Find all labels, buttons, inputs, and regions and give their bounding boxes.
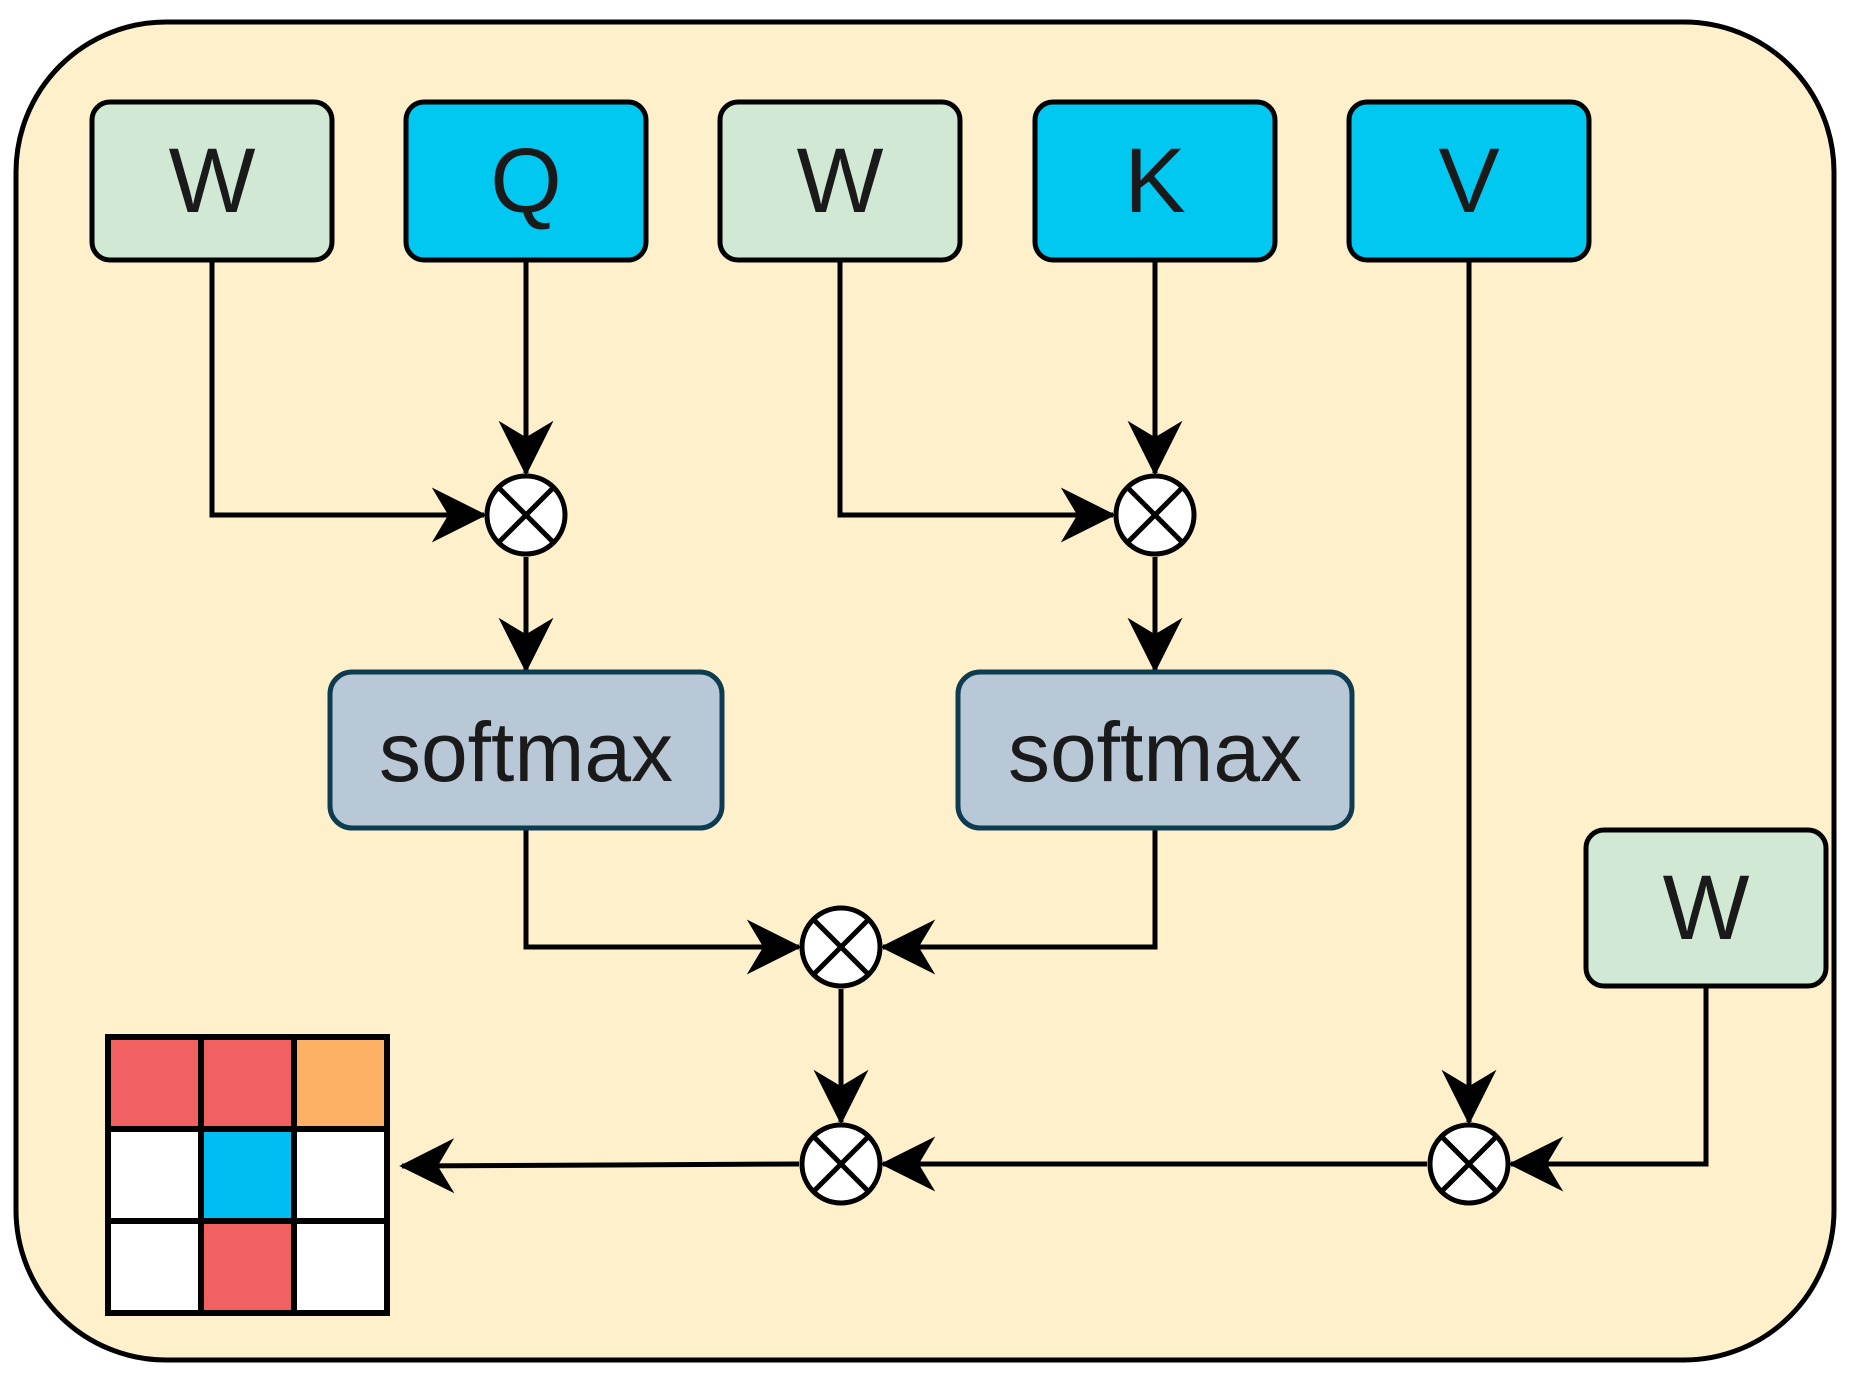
node-w3: W xyxy=(1583,827,1829,989)
grid-cell-red xyxy=(198,1034,297,1132)
softmax-2-box xyxy=(955,669,1355,831)
node-w2: W xyxy=(717,99,963,263)
edges xyxy=(209,262,1709,1194)
node-w1: W xyxy=(89,99,335,263)
grid-cell-orange xyxy=(291,1034,390,1132)
grid-cell-red xyxy=(105,1034,204,1132)
container-panel xyxy=(13,19,1837,1363)
v-label: V xyxy=(1438,130,1499,232)
w3-box xyxy=(1583,827,1829,989)
multiply-icon xyxy=(1113,473,1197,557)
grid-cell-white xyxy=(105,1126,204,1224)
softmax-2-label: softmax xyxy=(1008,705,1302,799)
node-softmax-1: softmax xyxy=(327,669,725,831)
node-k: K xyxy=(1032,99,1278,263)
k-box xyxy=(1032,99,1278,263)
softmax-1-label: softmax xyxy=(379,705,673,799)
grid-cell-white xyxy=(105,1218,204,1316)
grid-cell-white xyxy=(291,1218,390,1316)
w1-label: W xyxy=(169,130,256,232)
edge-softmax2-to-op3 xyxy=(880,830,1158,975)
q-label: Q xyxy=(490,130,562,232)
node-v: V xyxy=(1346,99,1592,263)
w2-box xyxy=(717,99,963,263)
edge-softmax1-to-op3 xyxy=(523,830,802,975)
k-label: K xyxy=(1124,130,1185,232)
multiply-icon xyxy=(1427,1122,1511,1206)
w1-box xyxy=(89,99,335,263)
edge-w3-to-op5 xyxy=(1508,986,1709,1192)
w3-label: W xyxy=(1663,857,1750,959)
grid-cell-red xyxy=(198,1218,297,1316)
v-box xyxy=(1346,99,1592,263)
multiply-icon xyxy=(799,905,883,989)
w2-label: W xyxy=(797,130,884,232)
grid-cell-blue xyxy=(198,1126,297,1224)
node-q: Q xyxy=(403,99,649,263)
grid-cell-white xyxy=(291,1126,390,1224)
multiply-icon xyxy=(484,473,568,557)
softmax-1-box xyxy=(327,669,725,831)
edge-w2-to-op2 xyxy=(837,262,1116,543)
edge-op4-to-grid xyxy=(399,1138,800,1194)
multiply-icon xyxy=(799,1122,883,1206)
output-grid xyxy=(105,1034,390,1316)
edge-w1-to-op1 xyxy=(209,262,487,543)
q-box xyxy=(403,99,649,263)
node-softmax-2: softmax xyxy=(955,669,1355,831)
